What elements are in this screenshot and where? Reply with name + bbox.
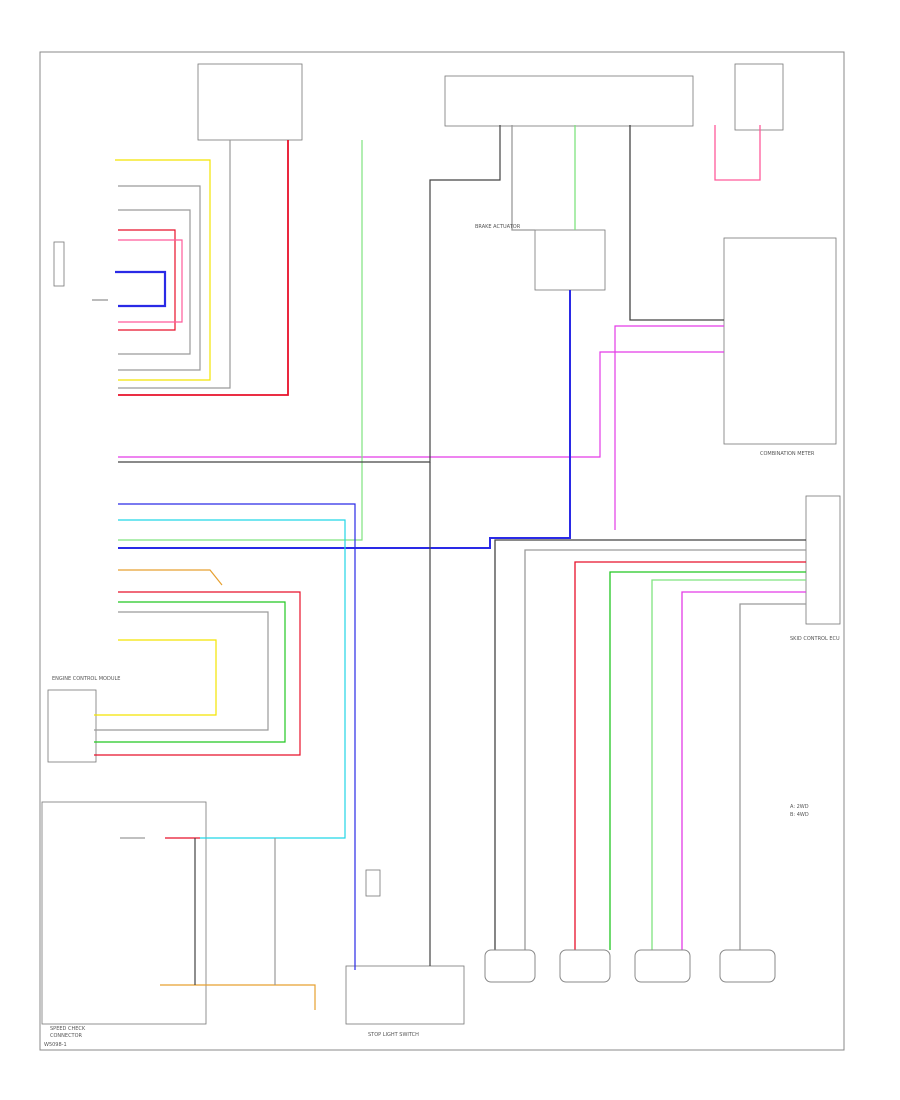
wire-blue-3	[118, 503, 356, 970]
wire-blue-2	[118, 290, 571, 549]
combination-meter-label: COMBINATION METER	[760, 451, 815, 457]
diagram-code: W5098-1	[44, 1042, 67, 1048]
junction-block-top-right	[734, 63, 784, 131]
legend-b: B: 4WD	[790, 812, 809, 818]
legend-a: A: 2WD	[790, 804, 809, 810]
wire-red-1	[118, 229, 176, 331]
wire-red-top	[714, 125, 761, 181]
wire-gray-3	[118, 140, 231, 389]
wire-red-3	[94, 591, 301, 756]
wire-cyan-1	[118, 519, 346, 839]
wire-black-r1	[494, 539, 806, 950]
wire-gray-rr	[739, 603, 806, 950]
rf-speed-sensor	[559, 949, 611, 983]
junction-block-top-mid	[444, 75, 694, 127]
wire-green-2	[94, 601, 286, 743]
ecm-label: ENGINE CONTROL MODULE	[52, 676, 120, 682]
wire-green-lf	[609, 571, 806, 950]
wire-green-1	[118, 140, 363, 541]
wire-orange-switch	[160, 984, 316, 1010]
steering-sensor-box	[47, 689, 97, 763]
wire-black-1	[118, 125, 501, 463]
wire-gray-2	[118, 209, 191, 355]
footer-label-2: CONNECTOR	[50, 1033, 83, 1039]
wire-gray-mid	[511, 125, 535, 231]
brake-actuator-box	[534, 229, 606, 291]
wire-magenta-1	[118, 351, 724, 458]
wire-gray-4	[94, 611, 269, 731]
stop-light-switch-label: STOP LIGHT SWITCH	[368, 1032, 419, 1038]
footer-label-1: SPEED CHECK	[50, 1026, 86, 1032]
wire-red-lf	[574, 561, 806, 950]
wire-black-mid	[629, 125, 724, 321]
yaw-rate-sensor-box	[365, 869, 381, 897]
wire-magenta-2	[614, 325, 724, 530]
wire-yellow-1	[115, 159, 211, 381]
wire-pink-1	[118, 239, 183, 323]
wire-red-2	[118, 140, 289, 396]
wire-gray-r2	[524, 549, 806, 950]
vsc-switch-box	[41, 801, 207, 1025]
wire-magenta-rr	[681, 591, 806, 950]
ecm-connector	[53, 241, 65, 287]
stop-light-switch-box	[345, 965, 465, 1025]
junction-block-top-left	[197, 63, 303, 141]
wire-yellow-2	[94, 639, 217, 716]
diagram-frame	[39, 51, 845, 1051]
wire-blue-1	[115, 270, 167, 308]
wire-lightgreen-rf	[651, 579, 806, 950]
rr-speed-sensor	[719, 949, 776, 983]
wire-orange-1	[118, 569, 223, 586]
lf-speed-sensor	[484, 949, 536, 983]
lr-speed-sensor	[634, 949, 691, 983]
skid-ecu-label: SKID CONTROL ECU	[790, 636, 840, 642]
skid-ecu-connector	[805, 495, 841, 625]
wire-gray-1	[118, 185, 201, 371]
brake-actuator-label: BRAKE ACTUATOR	[475, 224, 521, 230]
combination-meter-box	[723, 237, 837, 445]
